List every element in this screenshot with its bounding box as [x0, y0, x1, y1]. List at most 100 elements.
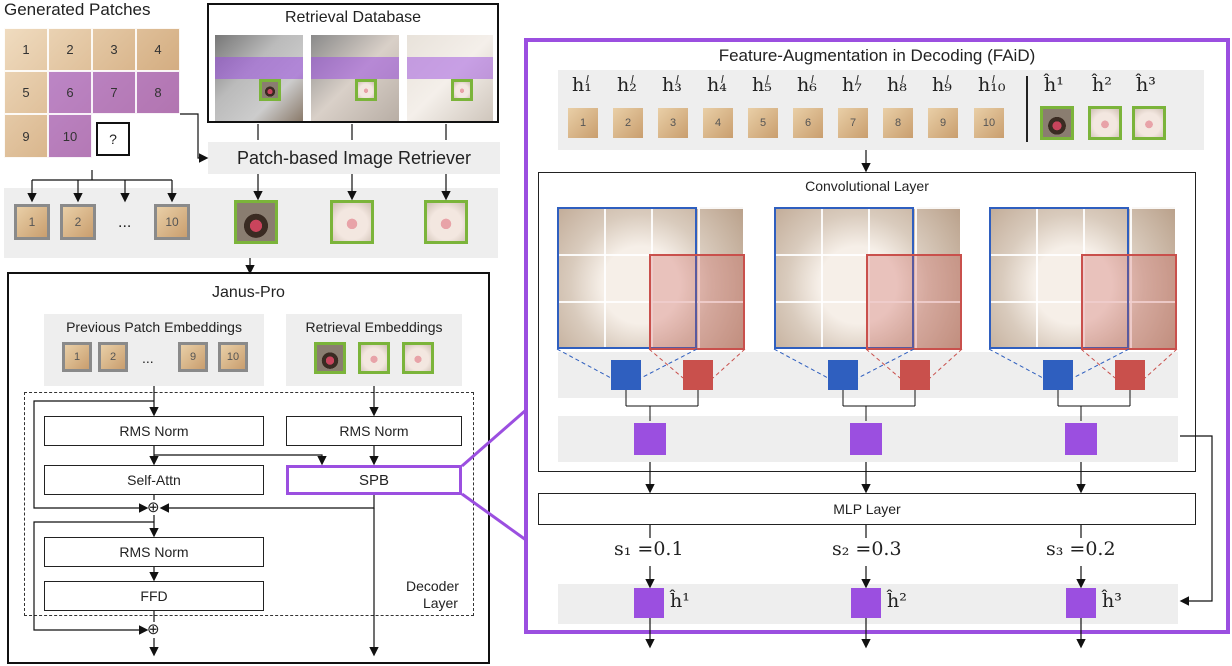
blue-kernel-output — [611, 360, 641, 390]
fused-feature — [1065, 423, 1097, 455]
conv-projection-line — [929, 348, 963, 379]
h-hat-label: ĥ³ — [1136, 74, 1156, 96]
red-kernel-output — [900, 360, 930, 390]
strip-patch: 2 — [60, 204, 96, 240]
h-feature-label: h₈ — [887, 74, 907, 96]
db-image-2 — [311, 35, 399, 121]
residual-add-2: ⊕ — [147, 621, 160, 638]
rms-norm-3: RMS Norm — [44, 537, 264, 567]
h-feature-label: h₂ — [617, 74, 637, 96]
db-image-highlight — [311, 57, 399, 79]
score-3: s₃ =0.2 — [1046, 538, 1116, 560]
grid-cell: 8 — [136, 71, 180, 114]
grid-cell: 6 — [48, 71, 92, 114]
feature-patch: 6 — [793, 108, 823, 138]
conv-layer-box — [538, 172, 1196, 472]
feature-patch: 8 — [883, 108, 913, 138]
h-feature-superscript: l — [946, 74, 949, 86]
fused-feature — [850, 423, 882, 455]
h-feature-superscript: l — [676, 74, 679, 86]
h-feature-superscript: l — [631, 74, 634, 86]
db-image-highlight — [407, 57, 493, 79]
faid-panel — [524, 38, 1230, 634]
rms-norm-1: RMS Norm — [44, 416, 264, 446]
conv-layer-title: Convolutional Layer — [805, 178, 929, 194]
db-image-1 — [215, 35, 303, 121]
red-kernel-output — [1115, 360, 1145, 390]
feature-patch: 4 — [703, 108, 733, 138]
retrieval-embedding — [402, 342, 434, 374]
retrieval-database-title: Retrieval Database — [284, 9, 422, 26]
strip-ellipsis: ... — [118, 214, 132, 231]
h-feature-label: h₁₀ — [978, 74, 1006, 96]
grid-cell: 4 — [136, 28, 180, 71]
grid-cell: 10 — [48, 114, 92, 158]
grid-cell: 7 — [92, 71, 136, 114]
output-feature-3 — [1066, 588, 1096, 618]
output-feature-2 — [851, 588, 881, 618]
grid-cell: 9 — [4, 114, 48, 158]
h-hat-label: ĥ¹ — [1044, 74, 1064, 96]
strip-retrieved-patch — [330, 200, 374, 244]
grid-cell: 5 — [4, 71, 48, 114]
feature-patch: 5 — [748, 108, 778, 138]
score-1: s₁ =0.1 — [614, 538, 684, 560]
h-hat-patch — [1088, 106, 1122, 140]
conv-window-blue — [774, 207, 914, 349]
conv-projection-line — [865, 348, 901, 379]
h-feature-superscript: l — [992, 74, 995, 86]
conv-window-blue — [989, 207, 1129, 349]
prev-patch: 9 — [178, 342, 208, 372]
conv-projection-line — [773, 348, 829, 379]
output-label-1: ĥ¹ — [670, 590, 690, 612]
spb-block: SPB — [286, 465, 462, 495]
prev-patch: 1 — [62, 342, 92, 372]
strip-retrieved-patch — [424, 200, 468, 244]
conv-projection-line — [857, 348, 915, 379]
previous-embeddings-title: Previous Patch Embeddings — [66, 319, 242, 335]
decoder-label-line1: Decoder — [406, 578, 459, 594]
h-feature-label: h₆ — [797, 74, 817, 96]
db-image-3 — [407, 35, 493, 121]
retrieval-database: Retrieval Database — [207, 3, 499, 123]
score-2: s₂ =0.3 — [832, 538, 902, 560]
conv-projection-line — [988, 348, 1044, 379]
h-feature-label: h₁ — [572, 74, 592, 96]
h-feature-superscript: l — [811, 74, 814, 86]
h-feature-superscript: l — [901, 74, 904, 86]
retrieval-embedding — [314, 342, 346, 374]
conv-projection-line — [556, 348, 612, 379]
h-hat-patch — [1040, 106, 1074, 140]
blue-kernel-output — [828, 360, 858, 390]
strip-patch: 10 — [154, 204, 190, 240]
rms-norm-2: RMS Norm — [286, 416, 462, 446]
grid-cell: 1 — [4, 28, 48, 71]
retrieval-embeddings-title: Retrieval Embeddings — [305, 319, 443, 335]
self-attn: Self-Attn — [44, 465, 264, 495]
feature-patch: 2 — [613, 108, 643, 138]
decoder-label-line2: Layer — [422, 595, 458, 611]
h-feature-label: h₇ — [842, 74, 862, 96]
mlp-layer: MLP Layer — [538, 493, 1196, 525]
grid-cell: 3 — [92, 28, 136, 71]
faid-title: Feature-Augmentation in Decoding (FAiD) — [718, 46, 1036, 65]
conv-projection-line — [712, 348, 746, 379]
output-label-2: ĥ² — [887, 590, 907, 612]
conv-projection-line — [1072, 348, 1130, 379]
feature-patch: 3 — [658, 108, 688, 138]
janus-pro-title: Janus-Pro — [212, 284, 285, 301]
output-label-3: ĥ³ — [1102, 590, 1122, 612]
h-feature-superscript: l — [721, 74, 724, 86]
residual-add-1: ⊕ — [147, 499, 160, 516]
h-feature-label: h₃ — [662, 74, 682, 96]
output-feature-1 — [634, 588, 664, 618]
h-hat-label: ĥ² — [1092, 74, 1112, 96]
grid-highlight-row — [48, 71, 180, 114]
feature-patch: 1 — [568, 108, 598, 138]
query-patch: ? — [96, 122, 130, 156]
h-feature-label: h₉ — [932, 74, 952, 96]
h-feature-label: h₅ — [752, 74, 772, 96]
prev-patch: 2 — [98, 342, 128, 372]
conv-projection-line — [640, 348, 698, 379]
